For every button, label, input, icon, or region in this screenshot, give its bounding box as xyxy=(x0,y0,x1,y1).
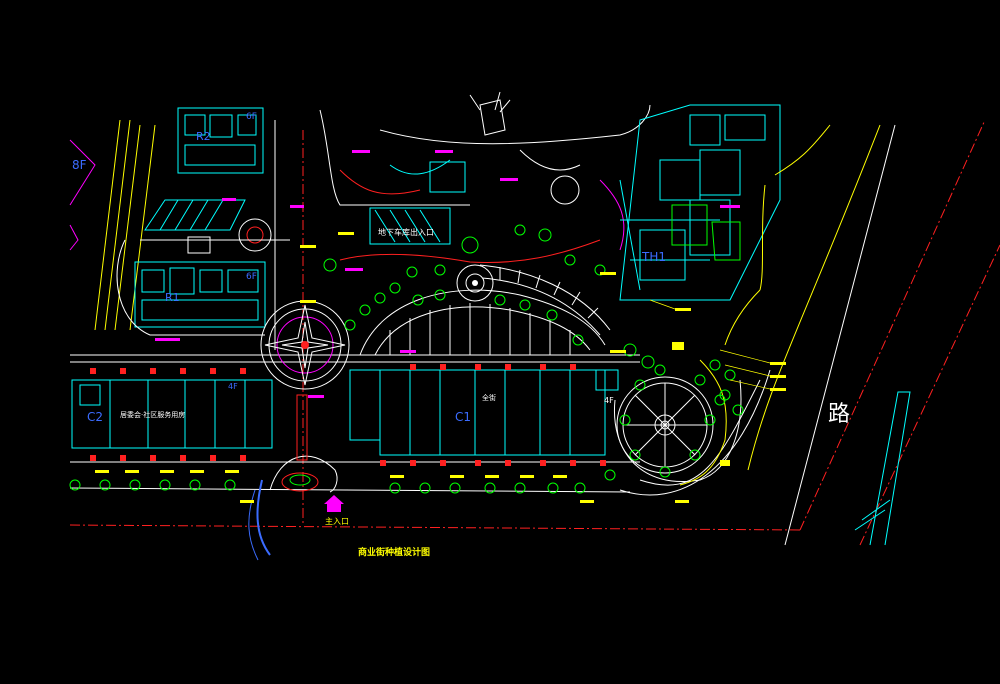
entrance-label: 主入口 xyxy=(325,517,349,526)
small-roundabout xyxy=(187,218,272,254)
building-th1 xyxy=(619,104,781,301)
bay-markers xyxy=(90,364,606,466)
left-8f-label: 8F xyxy=(72,158,87,172)
th1-green-courtyard xyxy=(671,204,741,261)
r1-floors-label: 6F xyxy=(246,272,257,282)
r2-floors-label: 6F xyxy=(246,112,257,122)
right-curved-wall xyxy=(724,124,831,346)
block-r1-label: R1 xyxy=(165,291,180,304)
block-c2-label: C2 xyxy=(87,410,104,424)
magenta-notes xyxy=(155,150,740,398)
arched-colonnade xyxy=(359,289,606,356)
angled-pergola xyxy=(144,199,246,231)
left-8f-building xyxy=(69,139,96,251)
building-r1 xyxy=(134,261,266,328)
property-boundary xyxy=(69,119,1000,546)
building-r2 xyxy=(177,107,264,174)
hall-label: 全街 xyxy=(482,394,496,402)
road-edges xyxy=(747,124,911,546)
curved-canopy xyxy=(479,264,611,336)
entrance-marker xyxy=(324,495,344,512)
block-th1-label: TH1 xyxy=(642,250,666,264)
main-entrance-plaza xyxy=(248,394,338,561)
annotation-leaders xyxy=(649,299,771,390)
tree-symbols xyxy=(69,224,744,494)
underground-label: 地下车库出入口 xyxy=(378,228,434,237)
annotation-tags xyxy=(95,232,786,503)
road-label: 路 xyxy=(828,402,851,427)
c2-note: 居委会·社区服务用房 xyxy=(120,411,186,419)
top-garden xyxy=(319,91,651,263)
block-r2-label: R2 xyxy=(196,130,211,143)
building-c2 xyxy=(71,379,273,449)
c2-floors-label: 4F xyxy=(228,382,238,391)
drawing-title: 商业街种植设计图 xyxy=(358,548,431,558)
compass-plaza xyxy=(260,300,350,390)
c1-floors-label: 4F xyxy=(604,396,614,405)
building-c1 xyxy=(349,369,619,456)
block-c1-label: C1 xyxy=(455,410,472,424)
center-fountain xyxy=(456,264,494,302)
